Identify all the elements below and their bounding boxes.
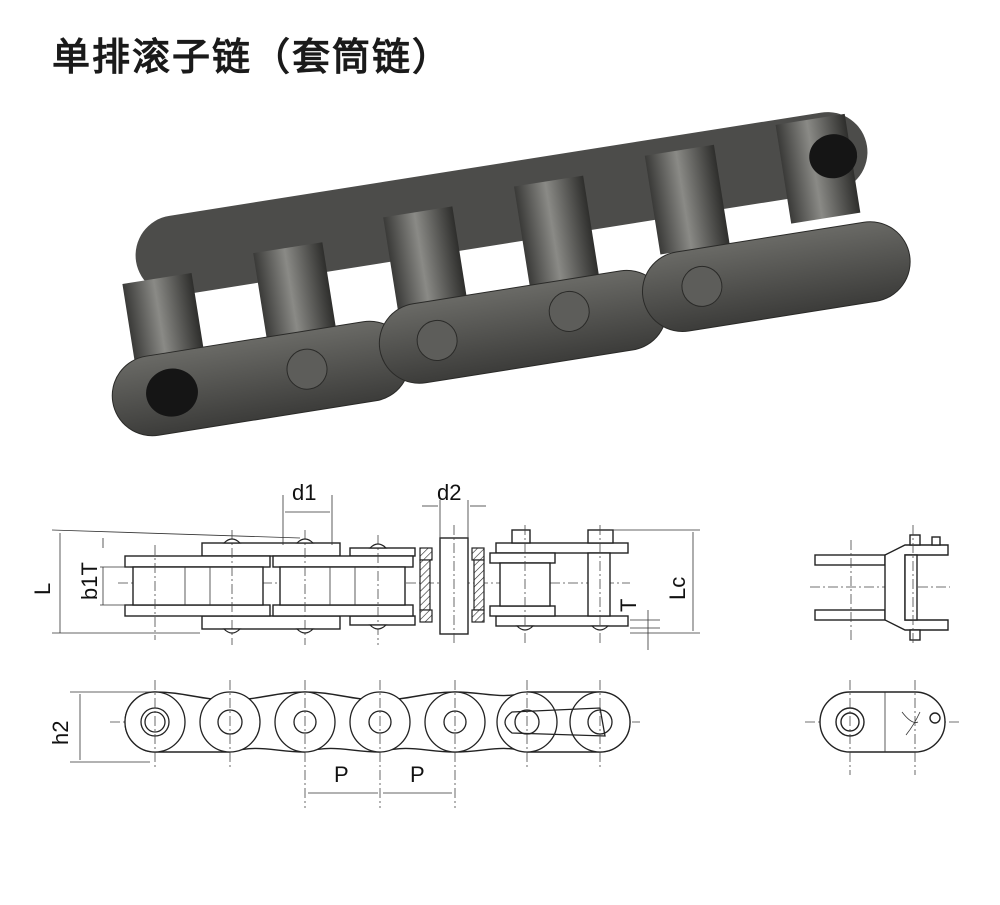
dim-label-Lc: Lc	[665, 577, 690, 600]
dim-label-b1T: b1T	[77, 562, 102, 600]
dim-label-d2: d2	[437, 480, 461, 505]
dim-label-d1: d1	[292, 480, 316, 505]
side-view-drawing: h2 P P	[48, 680, 640, 808]
dim-label-L: L	[30, 583, 55, 595]
page-title: 单排滚子链（套筒链）	[52, 35, 453, 79]
dim-label-h2: h2	[48, 721, 73, 745]
dim-label-P1: P	[334, 762, 349, 787]
chain-photo	[111, 112, 911, 437]
dim-label-T: T	[616, 599, 641, 612]
top-view-drawing: L b1T d1 d2 Lc T	[30, 480, 700, 650]
dim-label-P2: P	[410, 762, 425, 787]
connecting-link-drawing	[805, 525, 960, 775]
